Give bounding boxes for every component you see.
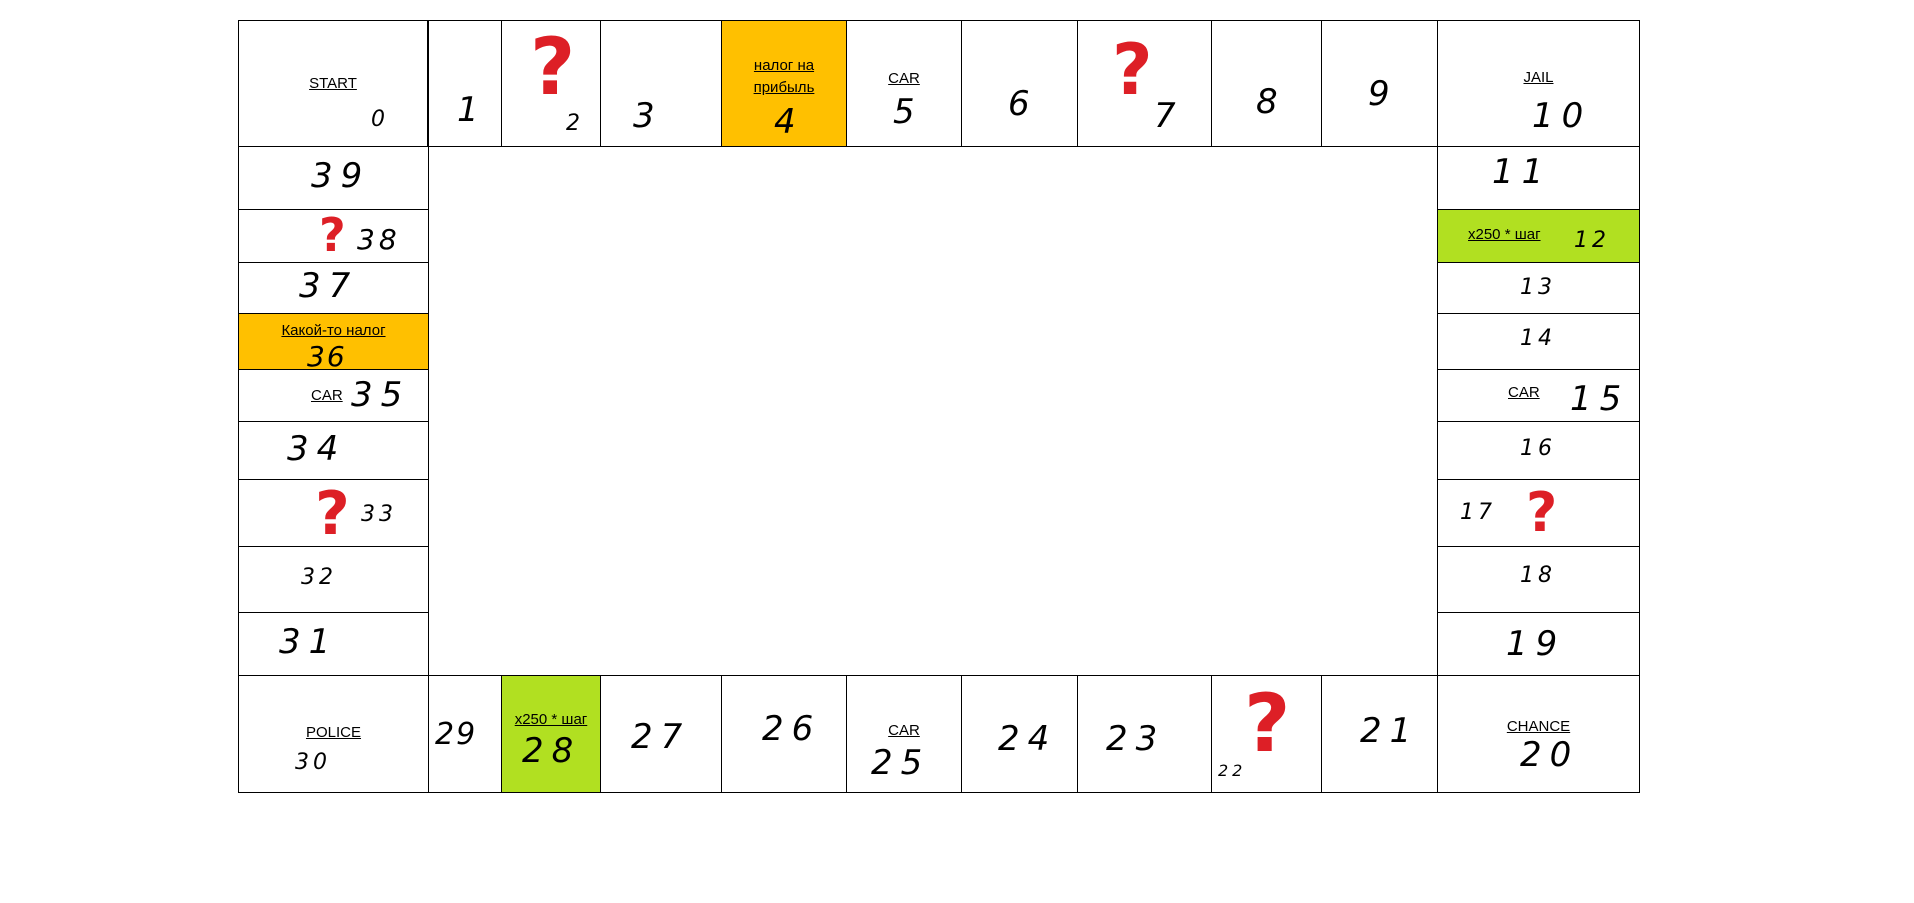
cell-number: 13 <box>1520 275 1556 300</box>
cell-number: 21 <box>1360 711 1420 751</box>
cell-37: 37 <box>238 262 429 314</box>
cell-number: 34 <box>287 429 347 469</box>
cell-21: 21 <box>1321 675 1438 793</box>
cell-number: 30 <box>295 750 331 775</box>
question-mark-icon: ? <box>1112 29 1153 111</box>
cell-number: 23 <box>1106 719 1166 759</box>
cell-36-tax: Какой-то налог 36 <box>238 313 429 370</box>
cell-number: 19 <box>1506 624 1566 664</box>
cell-number: 5 <box>893 92 923 132</box>
cell-32: 32 <box>238 546 429 613</box>
cell-number: 6 <box>1008 84 1038 124</box>
cell-number: 10 <box>1532 96 1592 136</box>
cell-number: 33 <box>361 502 397 527</box>
question-mark-icon: ? <box>1244 677 1291 770</box>
cell-17: 17 ? <box>1437 479 1640 547</box>
cell-number: 25 <box>871 743 931 783</box>
cell-number: 17 <box>1460 500 1496 525</box>
cell-12-multiplier: x250 * шаг 12 <box>1437 209 1640 263</box>
cell-number: 7 <box>1154 96 1184 136</box>
cell-4-income-tax: налог на прибыль 4 <box>721 20 847 147</box>
cell-22: ? 22 <box>1211 675 1322 793</box>
cell-11: 11 <box>1437 146 1640 210</box>
cell-number: 8 <box>1256 82 1286 122</box>
cell-27: 27 <box>600 675 722 793</box>
cell-number: 9 <box>1368 74 1398 114</box>
question-mark-icon: ? <box>315 479 350 547</box>
cell-25-car: CAR 25 <box>846 675 962 793</box>
cell-number: 26 <box>762 709 822 749</box>
cell-number: 24 <box>998 719 1058 759</box>
cell-label: x250 * шаг <box>1468 226 1541 243</box>
cell-label: CAR <box>1508 384 1540 401</box>
cell-label: CHANCE <box>1506 718 1571 735</box>
cell-number: 39 <box>311 156 371 196</box>
cell-jail: JAIL 10 <box>1437 20 1640 147</box>
cell-number: 2 <box>566 111 584 136</box>
cell-label: x250 * шаг <box>514 711 588 728</box>
cell-label: POLICE <box>305 724 362 741</box>
cell-14: 14 <box>1437 313 1640 370</box>
cell-number: 32 <box>301 565 337 590</box>
cell-police: POLICE 30 <box>238 675 429 793</box>
cell-number: 1 <box>457 90 487 130</box>
cell-35-car: CAR 35 <box>238 369 429 422</box>
cell-31: 31 <box>238 612 429 676</box>
cell-number: 11 <box>1492 152 1552 192</box>
cell-number: 22 <box>1218 761 1247 780</box>
cell-34: 34 <box>238 421 429 480</box>
cell-label: Какой-то налог <box>281 322 386 339</box>
cell-number: 29 <box>435 717 478 752</box>
cell-label: JAIL <box>1523 69 1554 86</box>
cell-number: 0 <box>371 107 389 132</box>
cell-9: 9 <box>1321 20 1438 147</box>
cell-38: ? 38 <box>238 209 429 263</box>
cell-label: налог на прибыль <box>753 57 815 96</box>
cell-number: 38 <box>357 223 401 256</box>
cell-29: 29 <box>428 675 502 793</box>
cell-13: 13 <box>1437 262 1640 314</box>
cell-label: START <box>309 75 357 92</box>
cell-number: 28 <box>522 731 582 771</box>
question-mark-icon: ? <box>319 209 346 262</box>
cell-23: 23 <box>1077 675 1212 793</box>
cell-number: 4 <box>774 102 804 142</box>
cell-6: 6 <box>961 20 1078 147</box>
cell-33: ? 33 <box>238 479 429 547</box>
cell-26: 26 <box>721 675 847 793</box>
cell-3: 3 <box>600 20 722 147</box>
cell-8: 8 <box>1211 20 1322 147</box>
cell-number: 31 <box>279 622 339 662</box>
cell-number: 36 <box>307 340 347 370</box>
cell-label: CAR <box>888 70 920 87</box>
cell-number: 20 <box>1520 735 1580 775</box>
cell-label: CAR <box>888 722 920 739</box>
cell-number: 12 <box>1574 228 1610 253</box>
cell-number: 15 <box>1570 379 1630 419</box>
cell-28-multiplier: x250 * шаг 28 <box>501 675 601 793</box>
cell-15-car: CAR 15 <box>1437 369 1640 422</box>
cell-number: 3 <box>633 96 663 136</box>
cell-7: ? 7 <box>1077 20 1212 147</box>
cell-number: 27 <box>631 717 691 757</box>
cell-1: 1 <box>428 20 502 147</box>
cell-18: 18 <box>1437 546 1640 613</box>
cell-24: 24 <box>961 675 1078 793</box>
cell-number: 16 <box>1520 436 1556 461</box>
cell-19: 19 <box>1437 612 1640 676</box>
cell-number: 18 <box>1520 563 1556 588</box>
cell-number: 35 <box>351 375 411 415</box>
cell-number: 37 <box>299 266 359 306</box>
cell-2: ? 2 <box>501 20 601 147</box>
cell-chance: CHANCE 20 <box>1437 675 1640 793</box>
cell-label: CAR <box>311 387 343 404</box>
cell-16: 16 <box>1437 421 1640 480</box>
cell-number: 14 <box>1520 326 1556 351</box>
cell-start: START 0 <box>238 20 428 147</box>
cell-39: 39 <box>238 146 429 210</box>
cell-5-car: CAR 5 <box>846 20 962 147</box>
question-mark-icon: ? <box>1526 481 1558 544</box>
question-mark-icon: ? <box>530 23 576 113</box>
